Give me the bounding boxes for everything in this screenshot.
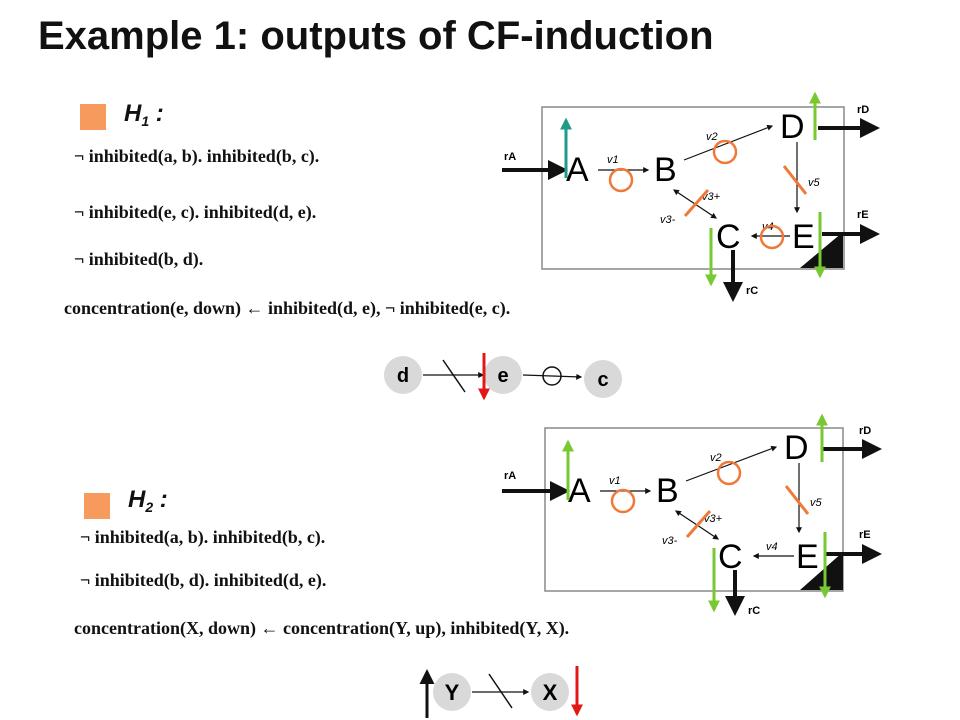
network-2-corner [800,552,843,590]
mini-node-e-label: e [497,365,508,387]
network-1-label-v3p: v3+ [702,191,721,203]
mini-edge-e-c [522,373,583,380]
h1-label-sub: 1 [141,113,150,129]
h1-label: H1 : [124,100,164,129]
network-1-node-e: E [792,218,815,256]
network-1-node-a: A [566,151,589,189]
h2-label-h: H [128,486,146,513]
network-1-flux-rd-label: rD [857,104,869,116]
network-2-flux-re-label: rE [859,529,871,541]
network-2-v5-bar [784,485,810,515]
network-2-frame [544,427,844,592]
mini-node-x [531,673,569,711]
network-2-edge-v2 [685,445,778,482]
h2-label-sub: 2 [145,499,154,515]
network-1-v4-circle [759,224,785,250]
slide-title: Example 1: outputs of CF-induction [38,14,714,58]
network-2: rA A B D C E v1 v2 v3+ v3- v4 v5 rC rD r… [502,413,882,617]
network-2-node-e: E [796,538,819,576]
network-2-label-v5: v5 [810,497,823,509]
network-1-node-d: D [780,108,805,146]
mini-node-d-label: d [397,365,409,387]
network-1-node-b: B [654,151,677,189]
network-1-v3-bar [683,189,710,217]
network-1-label-v2: v2 [706,131,718,143]
h1-line-1: ¬ inhibited(a, b). inhibited(b, c). [74,146,320,166]
mini-circle-marker [542,366,562,386]
network-1-label-v1: v1 [607,154,619,166]
network-2-label-v2: v2 [710,452,722,464]
network-1: rA A B D C E v1 v2 v3+ v3- v4 v5 rC rD r… [502,91,880,302]
network-2-flux-rc-label: rC [748,605,760,617]
mini-node-c [584,360,622,398]
network-2-label-v3p: v3+ [704,513,723,525]
network-2-node-b: B [656,472,679,510]
network-2-flux-rd-label: rD [859,425,871,437]
h1-rule: concentration(e, down) ← inhibited(d, e)… [64,298,510,319]
h1-label-h: H [124,100,142,127]
network-1-v1-circle [608,167,634,193]
h2-line-2: ¬ inhibited(b, d). inhibited(d, e). [80,570,327,590]
network-1-label-v3m: v3- [660,214,676,226]
network-2-flux-ra-label: rA [504,470,516,482]
network-2-label-v4: v4 [766,541,778,553]
mini-node-c-label: c [597,369,608,391]
mini-node-d [384,356,422,394]
network-2-v2-circle [716,460,742,486]
network-2-node-a: A [568,472,591,510]
mini-inhibit-bar-2 [488,673,513,709]
network-1-v5-bar [782,165,808,195]
network-2-node-d: D [784,429,809,467]
network-2-label-v3m: v3- [662,535,678,547]
network-1-v2-circle [712,139,738,165]
network-2-label-v1: v1 [609,475,621,487]
network-1-flux-ra-label: rA [504,151,516,163]
network-2-v1-circle [610,488,636,514]
network-1-frame [541,106,845,270]
h1-line-3: ¬ inhibited(b, d). [74,249,204,269]
network-1-edge-v2 [683,124,774,161]
mini-node-y-label: Y [445,680,460,705]
h2-label: H2 : [128,486,168,515]
mini-node-x-label: X [543,680,558,705]
network-1-label-v5: v5 [808,177,821,189]
h2-rule: concentration(X, down) ← concentration(Y… [74,618,569,639]
h1-label-colon: : [149,100,164,127]
h2-mini-diagram: Y X [419,666,583,718]
h1-line-2: ¬ inhibited(e, c). inhibited(d, e). [74,202,317,222]
h2-bullet [84,493,110,519]
mini-inhibit-bar [442,359,466,393]
mini-node-y [433,673,471,711]
network-2-node-c: C [718,538,743,576]
network-2-v3-bar [685,510,712,538]
network-1-flux-rc-label: rC [746,285,758,297]
network-1-flux-re-label: rE [857,209,869,221]
h1-mini-diagram: d e c [384,353,622,401]
h2-label-colon: : [153,486,168,513]
h2-line-1: ¬ inhibited(a, b). inhibited(b, c). [80,527,326,547]
mini-node-e [484,356,522,394]
network-1-node-c: C [716,218,741,256]
h1-bullet [80,104,106,130]
